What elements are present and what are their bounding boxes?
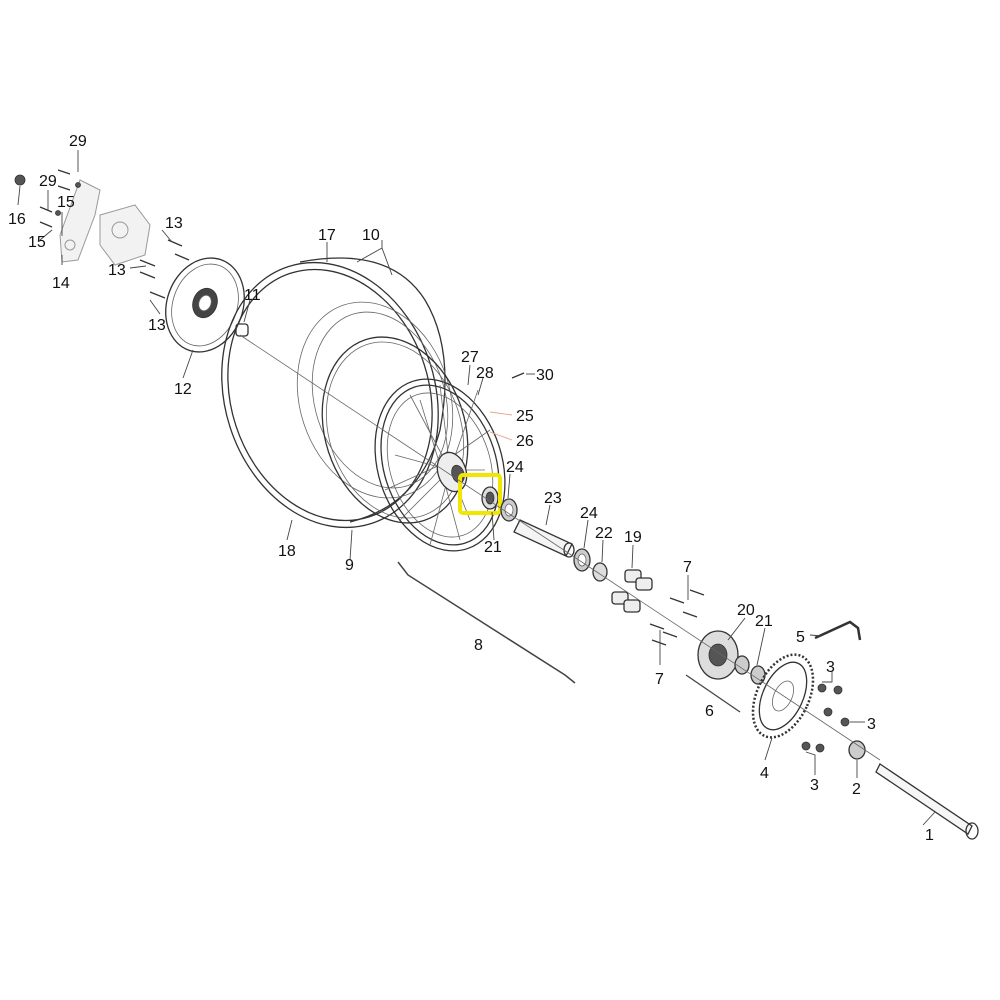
oil-seal-24-right <box>573 548 591 572</box>
label-9: 9 <box>345 557 354 574</box>
label-24-left: 24 <box>506 459 524 476</box>
label-29-top: 29 <box>69 133 87 150</box>
label-4: 4 <box>760 765 769 782</box>
valve-30 <box>511 372 525 379</box>
label-19: 19 <box>624 529 642 546</box>
label-11: 11 <box>244 287 261 304</box>
label-3-top: 3 <box>826 659 835 676</box>
axle <box>875 763 979 840</box>
label-7-top: 7 <box>683 559 692 576</box>
label-10: 10 <box>362 227 380 244</box>
sprocket-hub <box>697 630 766 685</box>
label-26: 26 <box>516 433 534 450</box>
oil-seal-24-left <box>500 498 518 522</box>
leader-lines <box>17 150 936 826</box>
label-30: 30 <box>536 367 554 384</box>
label-13-top: 13 <box>165 215 183 232</box>
label-1: 1 <box>925 827 934 844</box>
label-13-mid: 13 <box>108 262 126 279</box>
collar-2 <box>848 740 866 760</box>
label-15-bottom: 15 <box>28 234 46 251</box>
bracket-8 <box>397 561 576 684</box>
label-12: 12 <box>174 381 192 398</box>
label-21-left: 21 <box>484 539 502 556</box>
highlight-box <box>458 473 502 515</box>
spoked-wheel <box>374 378 506 552</box>
label-14: 14 <box>52 275 70 292</box>
label-18: 18 <box>278 543 296 560</box>
label-24-right: 24 <box>580 505 598 522</box>
label-2: 2 <box>852 781 861 798</box>
bracket-bolts <box>39 169 190 299</box>
chain-adjuster <box>814 620 862 641</box>
label-23: 23 <box>544 490 562 507</box>
label-3-bottom: 3 <box>810 777 819 794</box>
label-17: 17 <box>318 227 336 244</box>
label-21-right: 21 <box>755 613 773 630</box>
bracket-6 <box>685 674 741 713</box>
brake-disc-left <box>165 257 245 353</box>
part-labels: 1 2 3 3 3 4 5 6 7 7 8 9 10 11 12 13 13 1… <box>8 133 934 844</box>
label-27: 27 <box>461 349 479 366</box>
label-5: 5 <box>796 629 805 646</box>
label-25: 25 <box>516 408 534 425</box>
label-13-bottom: 13 <box>148 317 166 334</box>
nuts-3 <box>801 683 850 753</box>
rim-band <box>321 336 469 524</box>
collar-23 <box>513 519 575 558</box>
tire <box>221 257 446 529</box>
label-6: 6 <box>705 703 714 720</box>
label-8: 8 <box>474 637 483 654</box>
label-7-bottom: 7 <box>655 671 664 688</box>
label-28: 28 <box>476 365 494 382</box>
label-16: 16 <box>8 211 26 228</box>
label-15-top: 15 <box>57 194 75 211</box>
caliper-bracket-assembly <box>14 174 151 266</box>
damper-rubbers-19 <box>611 569 653 613</box>
bearing-21-left <box>481 486 499 510</box>
label-29-mid: 29 <box>39 173 57 190</box>
collar-22 <box>592 562 608 582</box>
label-22: 22 <box>595 525 613 542</box>
bolts-7 <box>649 589 705 646</box>
label-20: 20 <box>737 602 755 619</box>
assembly-axis <box>239 334 881 761</box>
label-3-right: 3 <box>867 716 876 733</box>
